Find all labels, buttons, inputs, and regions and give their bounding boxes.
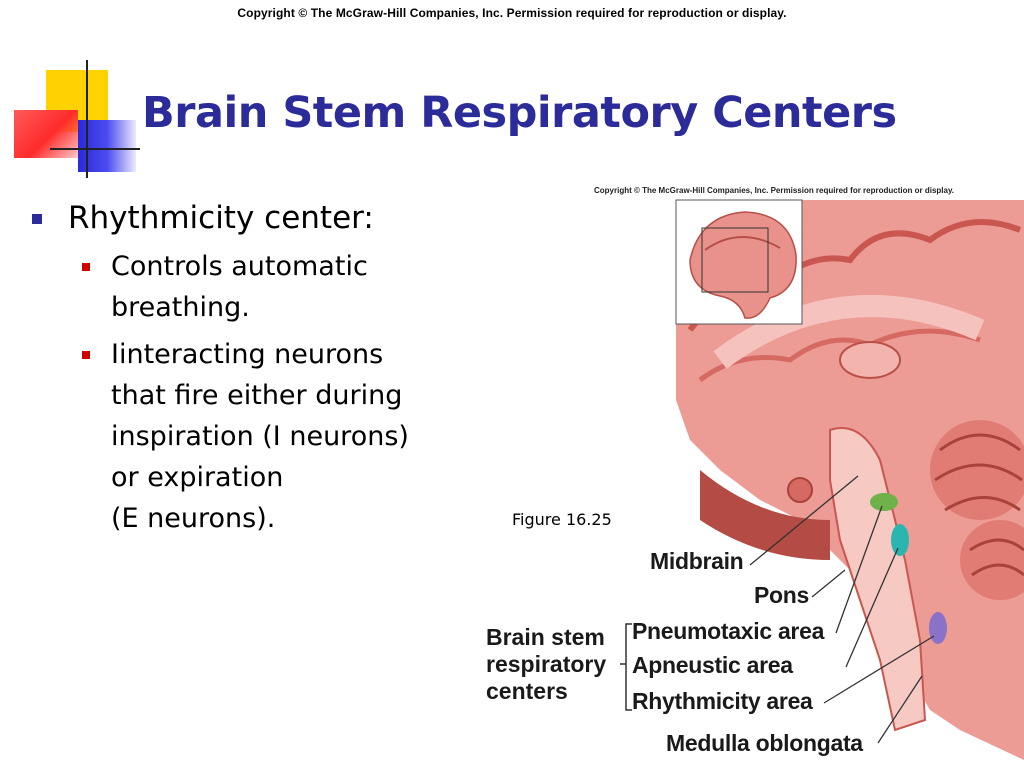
inset-brain-thumbnail [675, 199, 803, 325]
cerebellum [930, 420, 1024, 600]
decor-vertical-line [86, 60, 88, 178]
brain-stem-illustration [620, 199, 1024, 760]
rhythmicity-area-marker [929, 612, 947, 644]
label-brain-stem-respiratory-centers: Brain stem respiratory centers [486, 624, 607, 704]
label-rhythmicity-area: Rhythmicity area [632, 688, 813, 714]
bullet-main-text: Rhythmicity center: [68, 200, 374, 236]
sub-bullet-2: Iinteracting neurons that fire either du… [82, 334, 470, 539]
label-group-bracket [620, 623, 632, 711]
apneustic-area-marker [891, 524, 909, 556]
sub-bullet-square-icon [82, 351, 90, 359]
corpus-callosum [713, 295, 985, 369]
thalamus [839, 341, 901, 379]
sub-bullet-2-text: Iinteracting neurons that fire either du… [111, 339, 409, 534]
label-pneumotaxic-area: Pneumotaxic area [632, 618, 825, 644]
bullet-square-icon [32, 214, 42, 224]
label-apneustic-area: Apneustic area [632, 652, 793, 678]
sub-bullet-1-text: Controls automatic breathing. [111, 251, 368, 323]
pneumotaxic-area-marker [870, 493, 898, 511]
decor-horizontal-line [50, 148, 140, 150]
slide-title: Brain Stem Respiratory Centers [142, 88, 897, 138]
label-midbrain: Midbrain [650, 548, 744, 574]
label-medulla-oblongata: Medulla oblongata [666, 730, 863, 756]
sub-bullet-1: Controls automatic breathing. [82, 246, 470, 328]
figure-copyright: Copyright © The McGraw-Hill Companies, I… [594, 186, 955, 195]
figure-label: Figure 16.25 [512, 510, 612, 529]
label-pons: Pons [754, 582, 810, 608]
bullet-main: Rhythmicity center: [30, 196, 470, 240]
sub-bullet-square-icon [82, 263, 90, 271]
pituitary [787, 477, 813, 503]
decor-red-square [14, 110, 78, 158]
bullet-list: Rhythmicity center: Controls automatic b… [30, 196, 470, 539]
copyright-notice: Copyright © The McGraw-Hill Companies, I… [237, 6, 787, 20]
label-leader-lines [749, 475, 935, 744]
